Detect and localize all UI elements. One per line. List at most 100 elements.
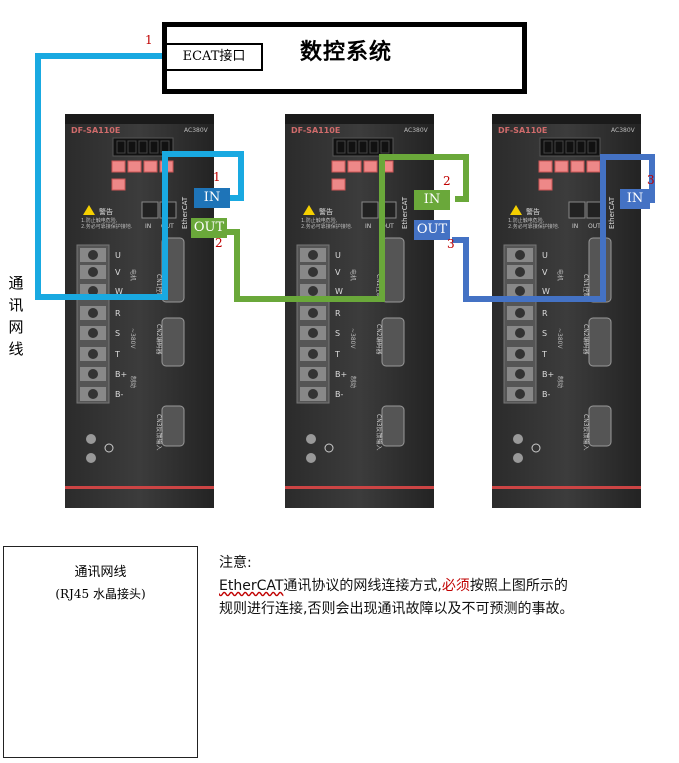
bottom-stripe [492, 486, 641, 489]
side-label: 通 讯 网 线 [6, 272, 26, 360]
display-digit [369, 140, 379, 154]
rj45-port-in [141, 201, 159, 219]
terminal-screw-head [88, 286, 98, 296]
cn1-label: CN1控制 [582, 274, 590, 299]
display-digit [116, 140, 126, 154]
terminal-screw-head [515, 250, 525, 260]
drive1-in-number: 1 [213, 170, 221, 184]
drive-key [127, 160, 142, 173]
terminal-label: B- [335, 390, 343, 399]
terminal-label: R [542, 309, 548, 318]
drive-voltage: AC380V [404, 127, 429, 134]
ground-screw [86, 434, 96, 444]
ground-screw [306, 453, 316, 463]
note-must: 必须 [441, 578, 470, 594]
terminal-label: R [335, 309, 341, 318]
warning-line: 1.防止触电危险, [81, 217, 118, 224]
terminal-label: U [335, 251, 341, 260]
drive-key [143, 160, 158, 173]
terminal-screw-head [515, 389, 525, 399]
display-digit [347, 140, 357, 154]
terminal-label: V [542, 268, 548, 277]
drive-key [363, 160, 378, 173]
drive-key [586, 160, 601, 173]
drive-key [570, 160, 585, 173]
note-heading: 注意: [219, 555, 252, 571]
terminal-label: S [542, 329, 547, 338]
display-digit [358, 140, 368, 154]
drive-key [554, 160, 569, 173]
display-digit [138, 140, 148, 154]
bottom-stripe [285, 486, 434, 489]
cn2-label: CN2编码器 [155, 324, 163, 355]
terminal-label: T [334, 350, 340, 359]
warning-line: 2.务必可靠接保护接地. [508, 223, 560, 230]
terminal-screw-head [308, 308, 318, 318]
terminal-screw-head [308, 369, 318, 379]
cnc-title: 数控系统 [300, 39, 393, 65]
terminal-screw-head [515, 286, 525, 296]
display-digit [565, 140, 575, 154]
cable-drive2-to-drive3 [452, 154, 655, 302]
drive-key [538, 160, 553, 173]
ground-icon [531, 443, 541, 453]
port-out-label: OUT [381, 223, 394, 230]
warning-line: 2.务必可靠接保护接地. [301, 223, 353, 230]
terminal-label: B+ [335, 370, 347, 379]
power-label: ~380V [129, 328, 136, 349]
display-digit [127, 140, 137, 154]
terminal-label: U [542, 251, 548, 260]
ground-screw [513, 434, 523, 444]
drive-key [111, 178, 126, 191]
drive-key [111, 160, 126, 173]
terminal-screw-head [308, 328, 318, 338]
warning-line: 1.防止触电危险, [301, 217, 338, 224]
terminal-label: B- [542, 390, 550, 399]
display-digit [149, 140, 159, 154]
warning-icon [303, 205, 315, 215]
cable-cnc-to-drive1 [35, 53, 244, 300]
rj45-port-in [568, 201, 586, 219]
display-digit [576, 140, 586, 154]
terminal-label: R [115, 309, 121, 318]
terminal-label: V [335, 268, 341, 277]
drive-model: DF-SA110E [498, 126, 547, 135]
cn3-label: CN3反馈输入 [375, 414, 383, 451]
terminal-screw-head [515, 328, 525, 338]
terminal-screw-head [515, 369, 525, 379]
terminal-screw-head [308, 267, 318, 277]
warning-title: 警告 [99, 207, 113, 216]
warning-line: 2.务必可靠接保护接地. [81, 223, 133, 230]
terminal-screw-head [88, 267, 98, 277]
terminal-screw-head [308, 389, 318, 399]
cnc-port-number: 1 [145, 33, 153, 47]
cn1-label: CN1控制 [155, 274, 163, 299]
drive2-out-tag: OUT [414, 220, 450, 240]
ethercat-label: EtherCAT [608, 196, 616, 229]
terminal-screw-head [308, 349, 318, 359]
terminal-label: S [335, 329, 340, 338]
side-label-char: 通 [8, 274, 24, 292]
terminal-screw-head [88, 389, 98, 399]
drive-top-strip [492, 114, 641, 124]
terminal-screw-head [308, 286, 318, 296]
cn3-connector [588, 405, 612, 447]
terminal-label: S [115, 329, 120, 338]
drive-top-strip [285, 114, 434, 124]
note-text-a: 通讯协议的网线连接方式, [283, 578, 442, 594]
drive-key [331, 160, 346, 173]
cn2-connector [588, 317, 612, 367]
drive3-in-tag: IN [620, 189, 650, 209]
brake-label: 制动 [349, 376, 357, 388]
warning-line: 1.防止触电危险, [508, 217, 545, 224]
power-label: ~380V [556, 328, 563, 349]
drive2-out-number: 3 [447, 237, 455, 251]
drive1-out-tag: OUT [191, 218, 227, 238]
cn2-connector [161, 317, 185, 367]
drive-key [538, 178, 553, 191]
display-digit [554, 140, 564, 154]
cn2-connector [381, 317, 405, 367]
drive-top-strip [65, 114, 214, 124]
cable-card-subtitle: (RJ45 水晶接头) [55, 587, 146, 601]
